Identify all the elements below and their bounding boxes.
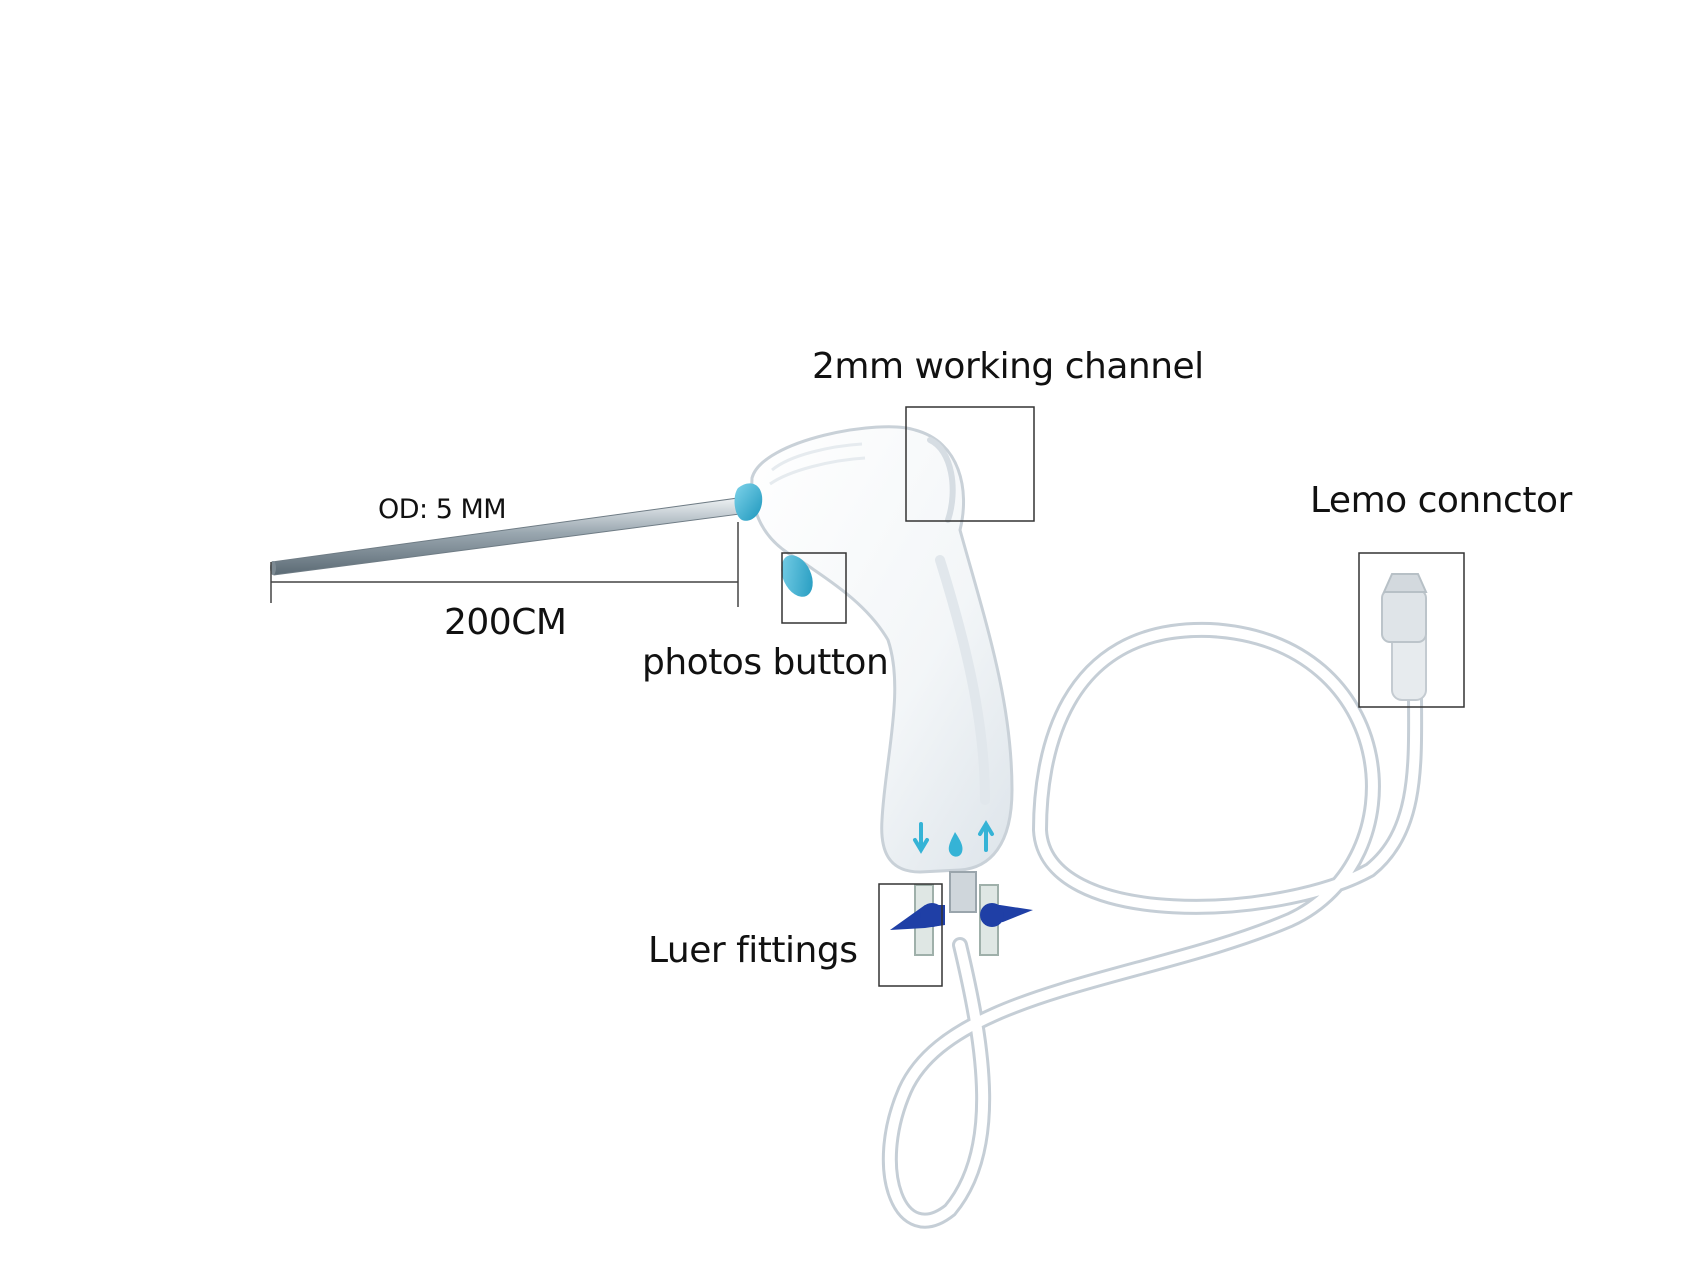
lemo-connector-label: Lemo connctor [1310, 480, 1572, 521]
luer-fittings-callout-box [878, 883, 943, 987]
handpiece-body [750, 425, 1014, 874]
lemo-connector-body [1381, 589, 1427, 643]
grip-ribs [769, 442, 866, 486]
luer-fittings [890, 871, 1033, 956]
handpiece [734, 425, 1014, 874]
cable [881, 621, 1424, 1229]
luer-fittings-label: Luer fittings [648, 930, 858, 971]
working-channel-label: 2mm working channel [812, 346, 1204, 387]
length-dimension [270, 522, 739, 607]
working-channel-port [927, 437, 956, 523]
length-label: 200CM [444, 602, 567, 643]
callout-boxes [781, 406, 1465, 987]
center-stem [949, 871, 977, 913]
cable-highlight [884, 624, 1421, 1226]
stopcock-right-hub [980, 903, 1004, 927]
photos-button-label: photos button [642, 642, 889, 683]
shaft-collar-icon [734, 483, 763, 521]
photos-button-callout-box [781, 552, 847, 624]
arrow-up-icon [978, 820, 994, 852]
arrow-down-icon [913, 822, 929, 854]
stopcock-left-hub [920, 903, 944, 927]
water-drop-icon [948, 832, 963, 857]
lemo-connector-tip [1382, 573, 1428, 593]
handpiece-body-shadow [935, 555, 990, 805]
lemo-connector-callout-box [1358, 552, 1465, 708]
outer-diameter-label: OD: 5 MM [378, 494, 507, 525]
lemo-connector [1381, 573, 1428, 701]
photos-button-icon [781, 555, 813, 597]
working-channel-callout-box [905, 406, 1035, 522]
